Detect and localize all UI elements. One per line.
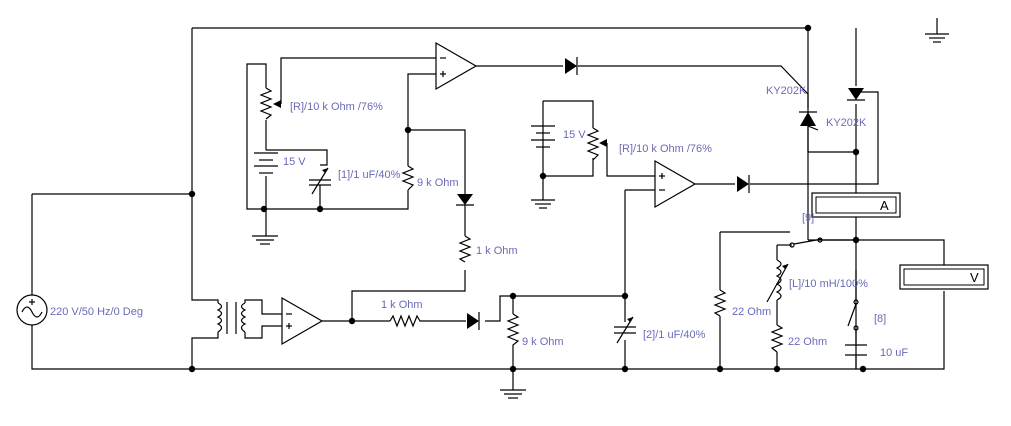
battery-1	[254, 152, 278, 174]
ammeter-label: A	[880, 198, 889, 213]
transformer	[216, 302, 247, 334]
diode-top	[565, 57, 578, 75]
label-switch8: [8]	[874, 313, 886, 325]
label-res-1k-horizontal: 1 k Ohm	[381, 299, 423, 311]
opamp-2	[435, 41, 478, 91]
ammeter: A	[811, 192, 901, 218]
ground-symbol-middle	[531, 199, 555, 209]
label-res-1k-vertical: 1 k Ohm	[476, 245, 518, 257]
label-bat1: 15 V	[283, 156, 306, 168]
resistor-9k-top	[401, 165, 415, 191]
voltmeter-label: V	[970, 270, 979, 285]
capacitor-2-variable	[614, 316, 636, 344]
ground-symbol-left	[252, 235, 278, 245]
resistor-22-a	[713, 289, 727, 317]
resistor-1k-horizontal	[389, 314, 426, 328]
label-source: 220 V/50 Hz/0 Deg	[50, 306, 143, 318]
opamp-3	[654, 159, 697, 209]
diode-right	[737, 175, 750, 193]
label-bat2: 15 V	[563, 129, 586, 141]
wires	[31, 27, 945, 380]
ground-symbol-top	[925, 18, 949, 43]
capacitor-1-variable	[309, 167, 331, 195]
label-res22-b: 22 Ohm	[788, 336, 827, 348]
potentiometer-2	[586, 127, 607, 161]
ground-symbol-bottom	[500, 380, 526, 399]
label-inductor: [L]/10 mH/100%	[789, 278, 868, 290]
switch-9	[789, 237, 856, 248]
resistor-22-b	[770, 324, 784, 353]
label-pot1: [R]/10 k Ohm /76%	[290, 101, 383, 113]
junction-dots	[188, 24, 867, 373]
label-res-9k-bottom: 9 k Ohm	[522, 336, 564, 348]
ac-source	[16, 294, 48, 326]
label-cap2: [2]/1 uF/40%	[643, 329, 706, 341]
battery-2	[531, 125, 555, 148]
opamp-1	[281, 296, 324, 346]
diode-vertical	[456, 194, 474, 206]
label-thyristor1: KY202K	[766, 85, 807, 97]
capacitor-10uf	[845, 344, 867, 356]
label-thyristor2: KY202K	[826, 117, 867, 129]
potentiometer-1	[259, 87, 281, 120]
label-cap1: [1]/1 uF/40%	[338, 169, 401, 181]
voltmeter: V	[899, 264, 989, 290]
thyristor-2	[847, 88, 865, 101]
label-pot2: [R]/10 k Ohm /76%	[619, 143, 712, 155]
label-res22-a: 22 Ohm	[732, 306, 771, 318]
switch-8	[847, 299, 859, 331]
label-res-9k-top: 9 k Ohm	[417, 177, 459, 189]
diode-bottom	[467, 312, 480, 330]
thyristor-1	[799, 111, 819, 131]
component-labels: 220 V/50 Hz/0 Deg [R]/10 k Ohm /76% 15 V…	[50, 85, 908, 359]
label-cap10: 10 uF	[880, 347, 908, 359]
resistor-1k-vertical	[458, 235, 472, 263]
label-switch9: [9]	[802, 212, 814, 224]
inductor	[766, 259, 789, 303]
resistor-9k-bottom	[506, 313, 520, 352]
